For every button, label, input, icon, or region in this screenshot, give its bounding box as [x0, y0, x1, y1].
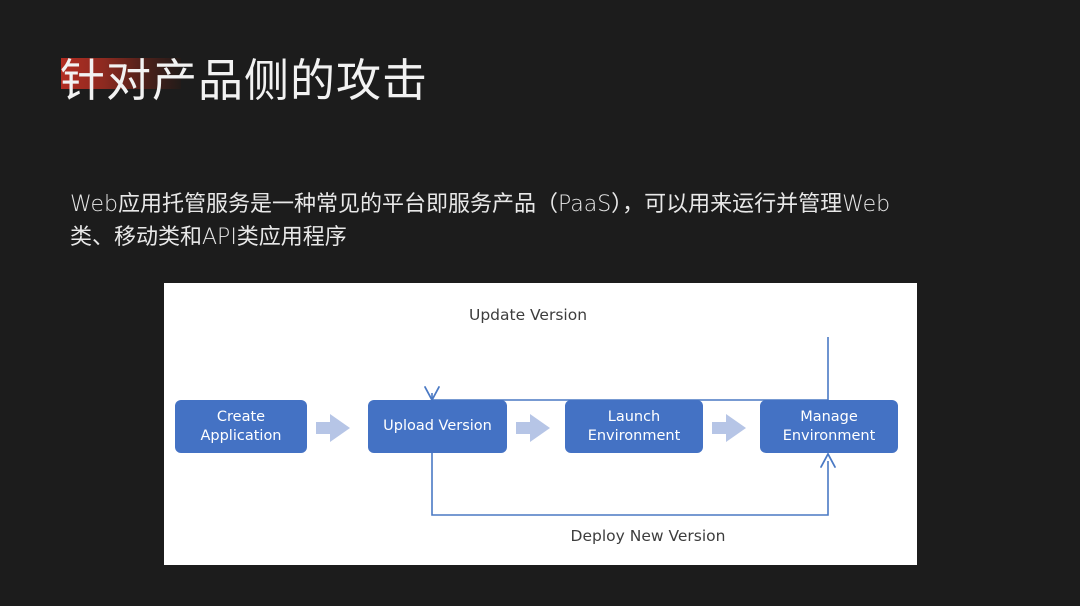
- node-launch-environment-line2: Environment: [587, 427, 681, 444]
- edge-label-update-version: Update Version: [468, 306, 588, 324]
- node-upload-version[interactable]: Upload Version: [368, 400, 507, 453]
- chevron-arrow-3-icon: [712, 414, 746, 442]
- node-manage-environment-line2: Environment: [782, 427, 876, 444]
- chevron-arrow-2-icon: [516, 414, 550, 442]
- connector-update-version: [431, 337, 829, 401]
- connector-deploy-new-version: [431, 453, 829, 516]
- body-paragraph: Web应用托管服务是一种常见的平台即服务产品（PaaS），可以用来运行并管理We…: [70, 188, 1030, 254]
- chevron-arrow-1-icon: [316, 414, 350, 442]
- node-create-application-line2: Application: [200, 427, 282, 444]
- node-create-application[interactable]: Create Application: [175, 400, 307, 453]
- node-launch-environment-line1: Launch: [607, 408, 661, 425]
- node-manage-environment[interactable]: Manage Environment: [760, 400, 898, 453]
- body-paragraph-line-1: Web应用托管服务是一种常见的平台即服务产品（PaaS），可以用来运行并管理We…: [70, 192, 891, 217]
- node-upload-version-line1: Upload Version: [383, 418, 492, 434]
- node-launch-environment[interactable]: Launch Environment: [565, 400, 703, 453]
- node-manage-environment-line1: Manage: [800, 408, 858, 425]
- slide-title-block: 针对产品侧的攻击: [0, 48, 1080, 148]
- body-paragraph-line-2: 类、移动类和API类应用程序: [70, 225, 347, 250]
- arrowhead-deploy-new-version-up: [820, 452, 836, 468]
- node-create-application-line1: Create: [216, 408, 266, 425]
- title-accent-swatch: [61, 58, 181, 89]
- workflow-diagram-panel: Create Application Upload Version Launch…: [164, 283, 917, 565]
- edge-label-deploy-new-version: Deploy New Version: [570, 527, 726, 545]
- page-title: 针对产品侧的攻击: [60, 54, 429, 107]
